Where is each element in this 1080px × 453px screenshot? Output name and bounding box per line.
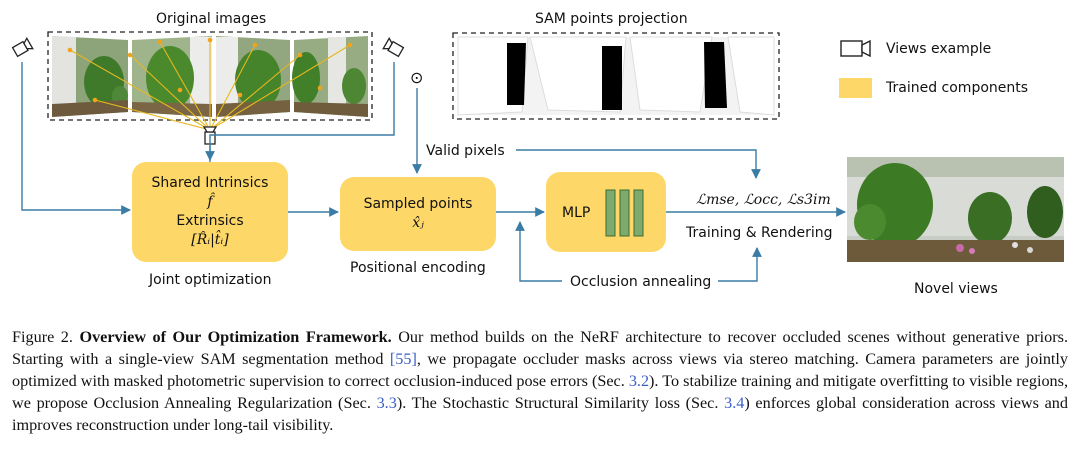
caption-text-2: , we propagate occluder masks across vie…	[12, 350, 1068, 390]
camera-icon	[382, 36, 405, 58]
caption-ref-sec-3-3[interactable]: 3.3	[376, 394, 397, 412]
training-rendering-label: Training & Rendering	[686, 225, 833, 241]
sampled-points-label: Sampled points	[363, 196, 473, 212]
positional-encoding-label: Positional encoding	[350, 260, 486, 276]
arrow-occlusion-right	[718, 247, 762, 282]
caption-ref-sec-3-4[interactable]: 3.4	[724, 394, 745, 412]
sampled-points-box: Sampled points x̂ⱼ	[340, 177, 496, 251]
arrow-camera-to-shared	[21, 62, 131, 215]
original-image-4	[292, 36, 368, 117]
mlp-layer-bar	[633, 189, 644, 237]
shared-intrinsics-box: Shared Intrinsics f̂ Extrinsics [R̂ᵢ|t̂ᵢ…	[132, 162, 288, 262]
mlp-layer-bar	[605, 189, 616, 237]
projection-points	[67, 37, 353, 103]
original-image-2	[132, 36, 212, 117]
original-images-frame	[47, 31, 373, 121]
sampled-points-symbol: x̂ⱼ	[412, 215, 424, 231]
arrow-occlusion-left	[515, 221, 562, 282]
original-images-title: Original images	[156, 11, 267, 27]
extrinsics-symbol: [R̂ᵢ|t̂ᵢ]	[191, 232, 229, 248]
camera-icon	[11, 36, 34, 58]
shared-intrinsics-label: Shared Intrinsics	[151, 175, 269, 191]
extrinsics-label: Extrinsics	[176, 213, 244, 229]
framework-diagram	[11, 31, 1064, 282]
caption-title: Overview of Our Optimization Framework.	[79, 328, 392, 346]
legend-views-label: Views example	[886, 41, 992, 57]
views-example-icon	[840, 39, 871, 58]
arrow-valid-pixels	[516, 149, 761, 179]
focal-symbol: f̂	[207, 194, 213, 210]
caption-ref-sec-3-2[interactable]: 3.2	[628, 372, 650, 390]
caption-text-1: Our method builds on the NeRF architectu…	[12, 328, 1068, 368]
sam-title: SAM points projection	[535, 11, 688, 27]
caption-text-3: ). To stabilize training and mitigate ov…	[12, 372, 1068, 412]
mlp-label: MLP	[562, 205, 591, 221]
caption-text-5: ) enforces global consideration across v…	[12, 394, 1068, 434]
projection-rays	[69, 40, 351, 131]
novel-view-image	[847, 157, 1064, 262]
occlusion-annealing-label: Occlusion annealing	[570, 274, 712, 290]
caption-prefix: Figure 2.	[12, 328, 80, 346]
arrow-right-camera-to-shared	[205, 62, 395, 161]
mlp-layer-bar	[619, 189, 630, 237]
original-image-3	[216, 36, 290, 117]
sam-masks	[457, 36, 775, 116]
odot-symbol: ⊙	[410, 68, 424, 87]
original-image-1	[52, 36, 128, 117]
loss-terms: ℒmse, ℒocc, ℒs3im	[696, 192, 831, 208]
novel-views-label: Novel views	[914, 281, 998, 297]
valid-pixels-label: Valid pixels	[426, 143, 505, 159]
sam-frame	[452, 32, 780, 120]
caption-text-4: ). The Stochastic Structural Similarity …	[396, 394, 725, 412]
joint-optimization-label: Joint optimization	[149, 272, 272, 288]
trained-components-swatch	[839, 78, 872, 98]
legend-trained-label: Trained components	[886, 80, 1029, 96]
caption-ref-55[interactable]: [55]	[389, 350, 417, 368]
figure-caption: Figure 2. Overview of Our Optimization F…	[12, 326, 1068, 436]
